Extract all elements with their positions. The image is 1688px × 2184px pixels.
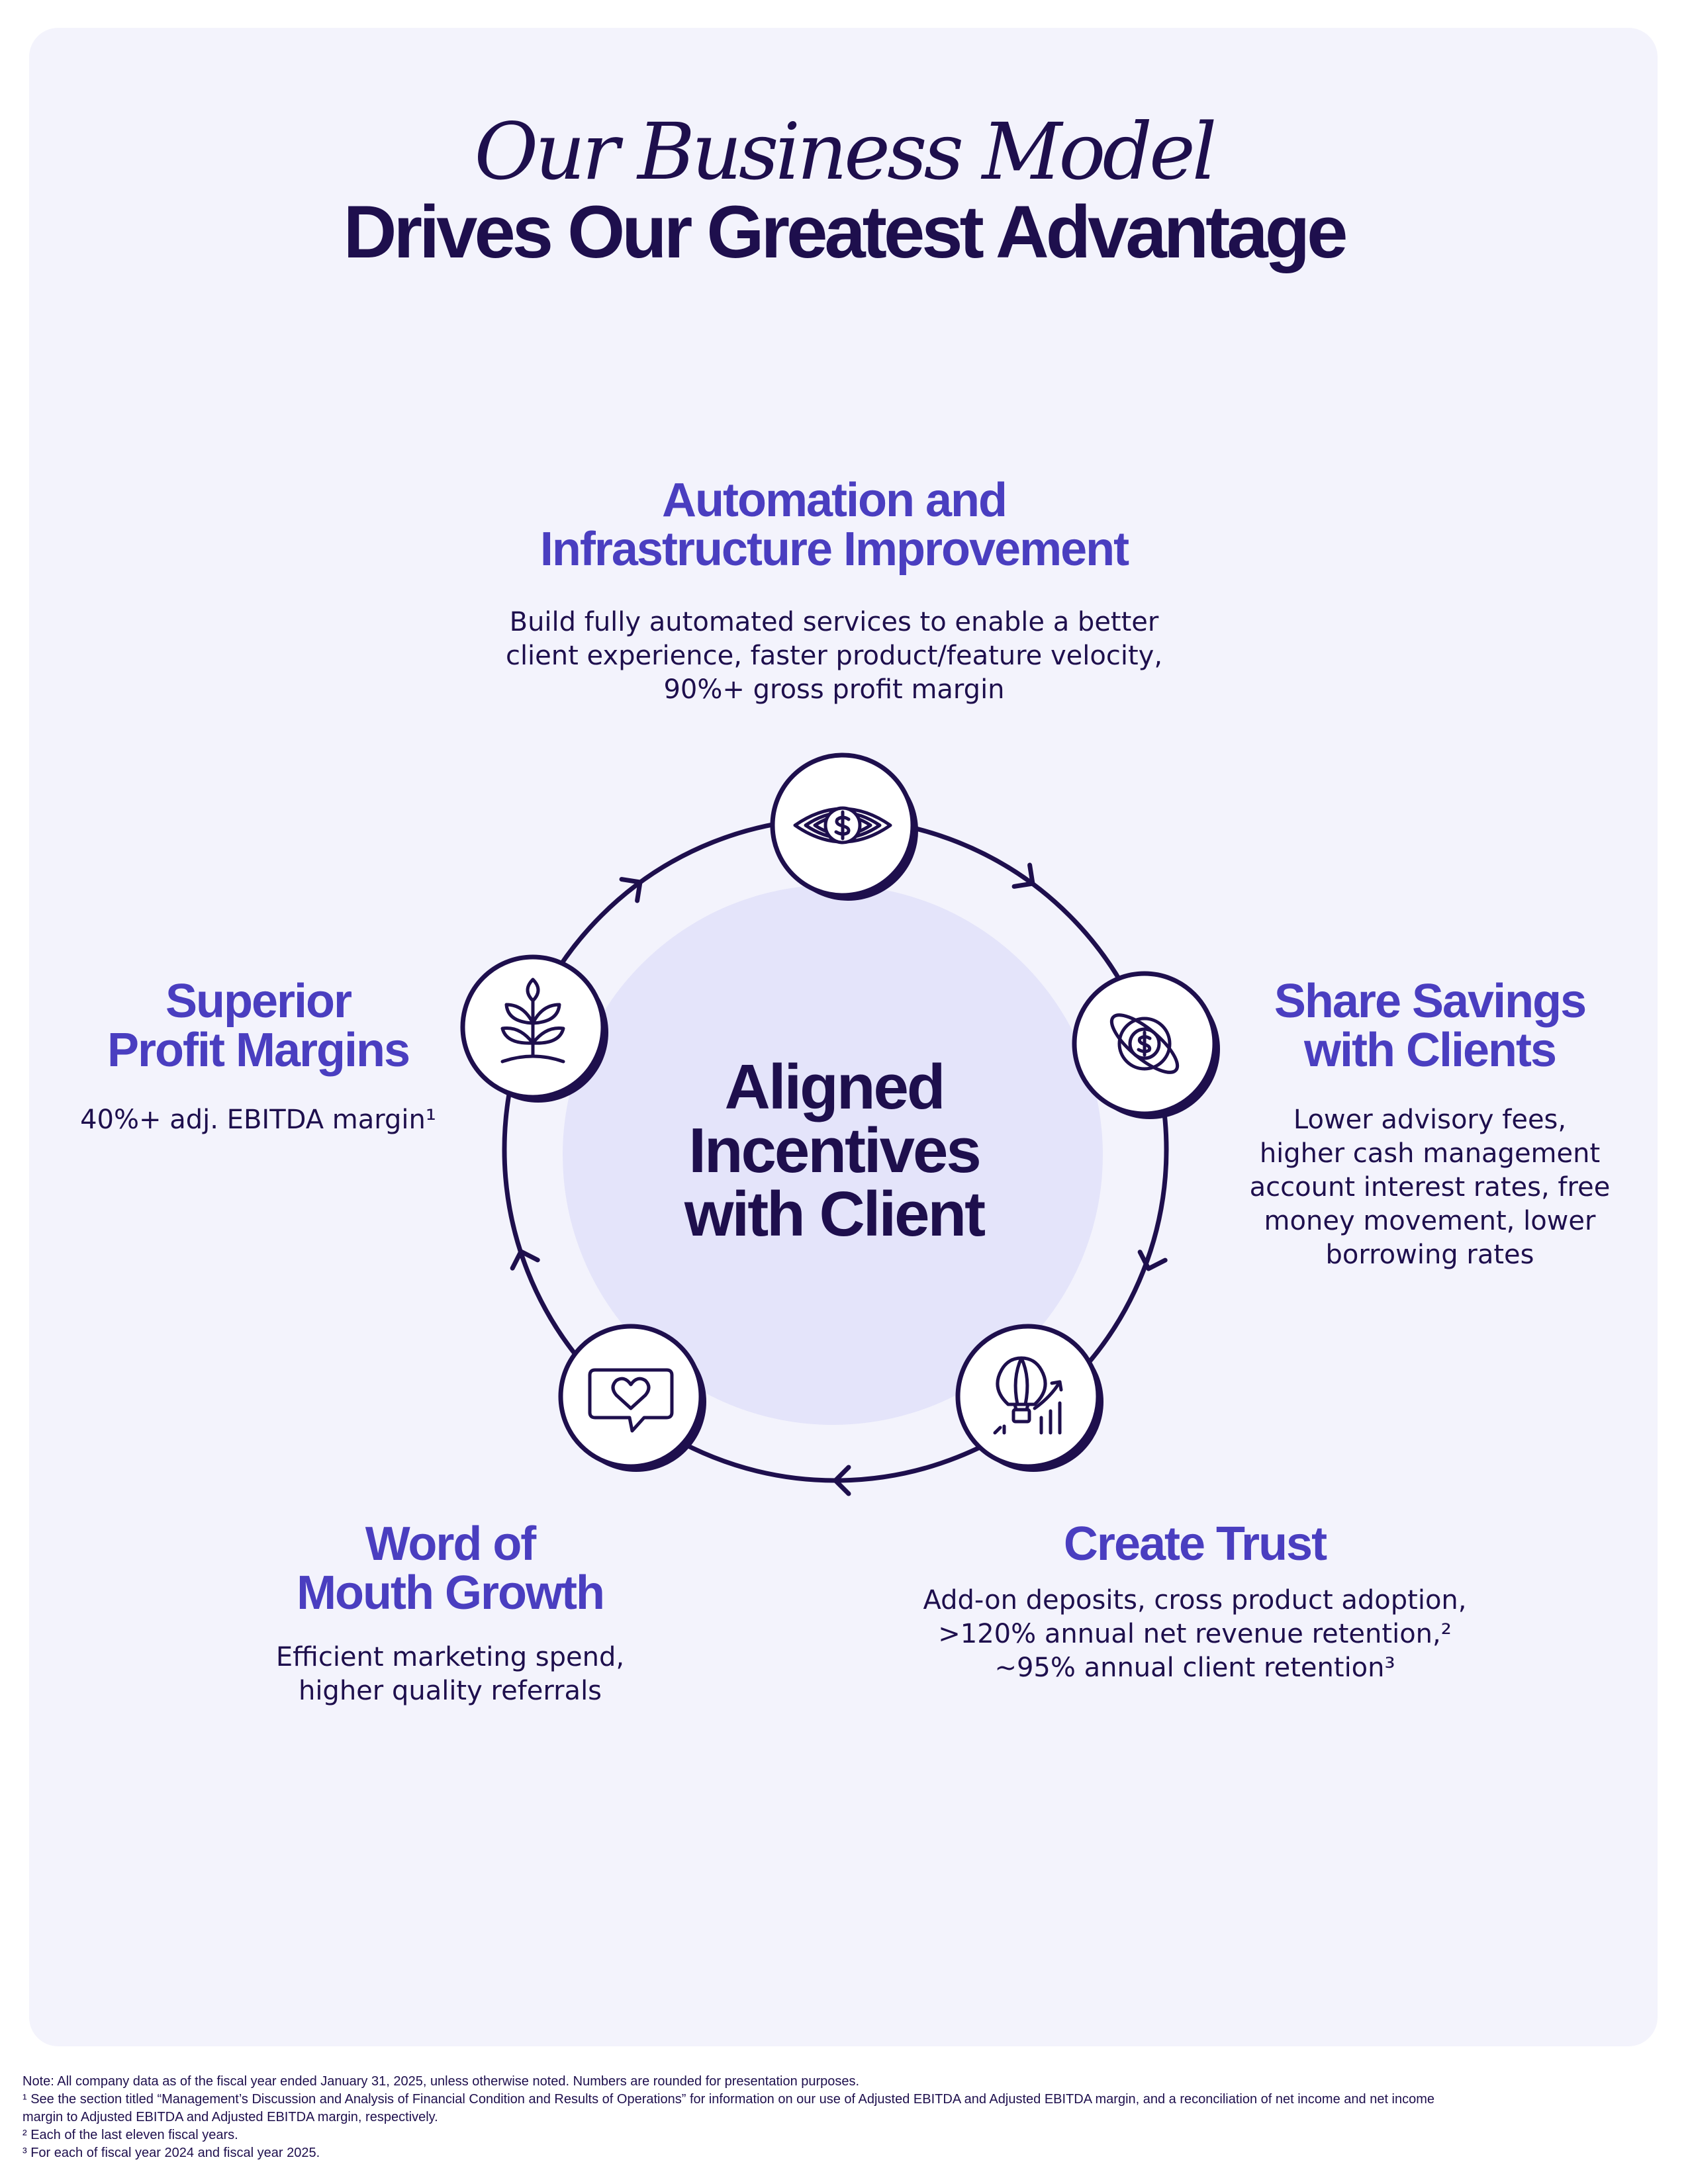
footnote-line: Note: All company data as of the fiscal … [23,2074,860,2089]
globe-dollar-icon [1109,1013,1180,1074]
center-label-line: Aligned [724,1052,946,1122]
node-automation [770,752,918,901]
share-savings-description: Lower advisory fees, higher cash managem… [1249,1105,1611,1270]
center-label-line: Incentives [688,1115,982,1186]
profit-margins-heading: Superior Profit Margins [107,975,410,1077]
footnote-line: margin to Adjusted EBITDA and Adjusted E… [23,2110,438,2124]
page-title-italic: Our Business Model [474,106,1217,197]
node-profit-margins [460,954,608,1103]
center-label-line: with Client [684,1179,986,1250]
footnote-line: ¹ See the section titled “Management’s D… [23,2092,1435,2107]
arrow-chevron-icon [619,877,643,903]
arrow-chevron-icon [1011,862,1035,889]
footnote-line: ³ For each of fiscal year 2024 and fisca… [23,2146,320,2160]
share-savings-heading: Share Savings with Clients [1274,975,1587,1077]
footnotes: Note: All company data as of the fiscal … [23,2073,1658,2162]
arrow-chevron-icon [1137,1250,1168,1271]
automation-description: Build fully automated services to enable… [505,607,1163,705]
sprout-icon [500,978,565,1064]
automation-heading: Automation and Infrastructure Improvemen… [539,474,1129,576]
center-disc [563,885,1103,1425]
profit-margins-description: 40%+ adj. EBITDA margin¹ [80,1105,436,1135]
node-create-trust [955,1324,1103,1472]
page-title-bold: Drives Our Greatest Advantage [343,191,1348,273]
node-word-of-mouth [558,1324,706,1472]
arrow-chevron-icon [510,1249,540,1271]
footnote-line: ² Each of the last eleven fiscal years. [23,2128,238,2142]
heart-message-icon [588,1368,674,1433]
center-label: Aligned Incentives with Client [662,1056,1006,1246]
node-share-savings [1072,971,1220,1119]
arrow-chevron-icon [833,1465,851,1496]
create-trust-description: Add-on deposits, cross product adoption,… [923,1585,1467,1683]
word-of-mouth-description: Efficient marketing spend, higher qualit… [275,1642,625,1706]
eye-dollar-icon [793,806,892,844]
balloon-growth-icon [993,1356,1063,1435]
word-of-mouth-heading: Word of Mouth Growth [297,1518,605,1619]
create-trust-heading: Create Trust [1063,1518,1327,1570]
